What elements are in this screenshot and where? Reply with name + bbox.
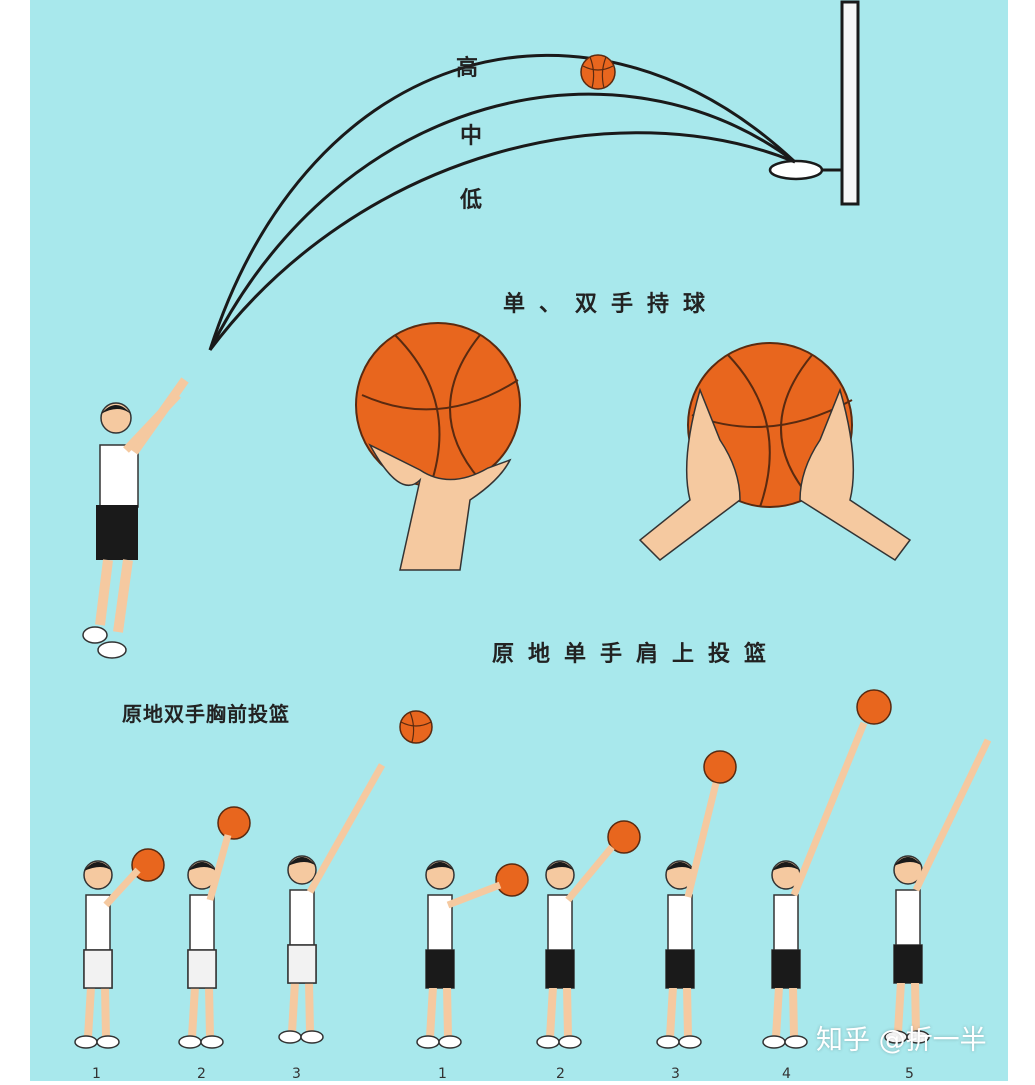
one-hand-shot-figure-5 xyxy=(885,738,992,1043)
trajectory-low-label: 低 xyxy=(460,187,483,213)
step-number: 3 xyxy=(671,1066,680,1082)
basket-rim xyxy=(768,159,824,181)
ball-released xyxy=(399,710,433,744)
trajectory-mid-label: 中 xyxy=(460,123,483,149)
ball-in-flight xyxy=(580,54,616,90)
one-hand-shot-figure-3 xyxy=(657,750,737,1048)
watermark: 知乎 @折一半 xyxy=(816,1025,987,1056)
step-number: 1 xyxy=(92,1066,101,1082)
trajectory-mid xyxy=(208,92,796,351)
step-number: 4 xyxy=(782,1066,791,1082)
step-number: 2 xyxy=(197,1066,206,1082)
one-hand-shot-figure-2 xyxy=(537,820,641,1048)
two-hand-shot-figure-3 xyxy=(279,763,386,1043)
diagram-background xyxy=(30,0,1008,1081)
trajectory-high xyxy=(208,53,797,351)
step-number: 5 xyxy=(905,1066,914,1082)
one-hand-grip-illustration xyxy=(355,322,521,571)
step-number: 1 xyxy=(438,1066,447,1082)
two-hand-shot-figure-2 xyxy=(179,806,251,1048)
trajectory-low xyxy=(208,131,796,351)
grip-section-title: 单、双手持球 xyxy=(503,291,720,317)
two-hand-grip-illustration xyxy=(638,342,912,562)
two-hand-shot-figure-1 xyxy=(75,848,165,1048)
one-hand-shot-title: 原地单手肩上投篮 xyxy=(492,641,781,667)
one-hand-shot-figure-4 xyxy=(763,689,892,1048)
backboard xyxy=(840,0,860,206)
step-number: 2 xyxy=(556,1066,565,1082)
trajectory-high-label: 高 xyxy=(456,55,479,81)
two-hand-shot-title: 原地双手胸前投篮 xyxy=(122,702,290,726)
jump-shooter-figure xyxy=(82,377,189,659)
step-number: 3 xyxy=(292,1066,301,1082)
one-hand-shot-figure-1 xyxy=(417,861,529,1048)
